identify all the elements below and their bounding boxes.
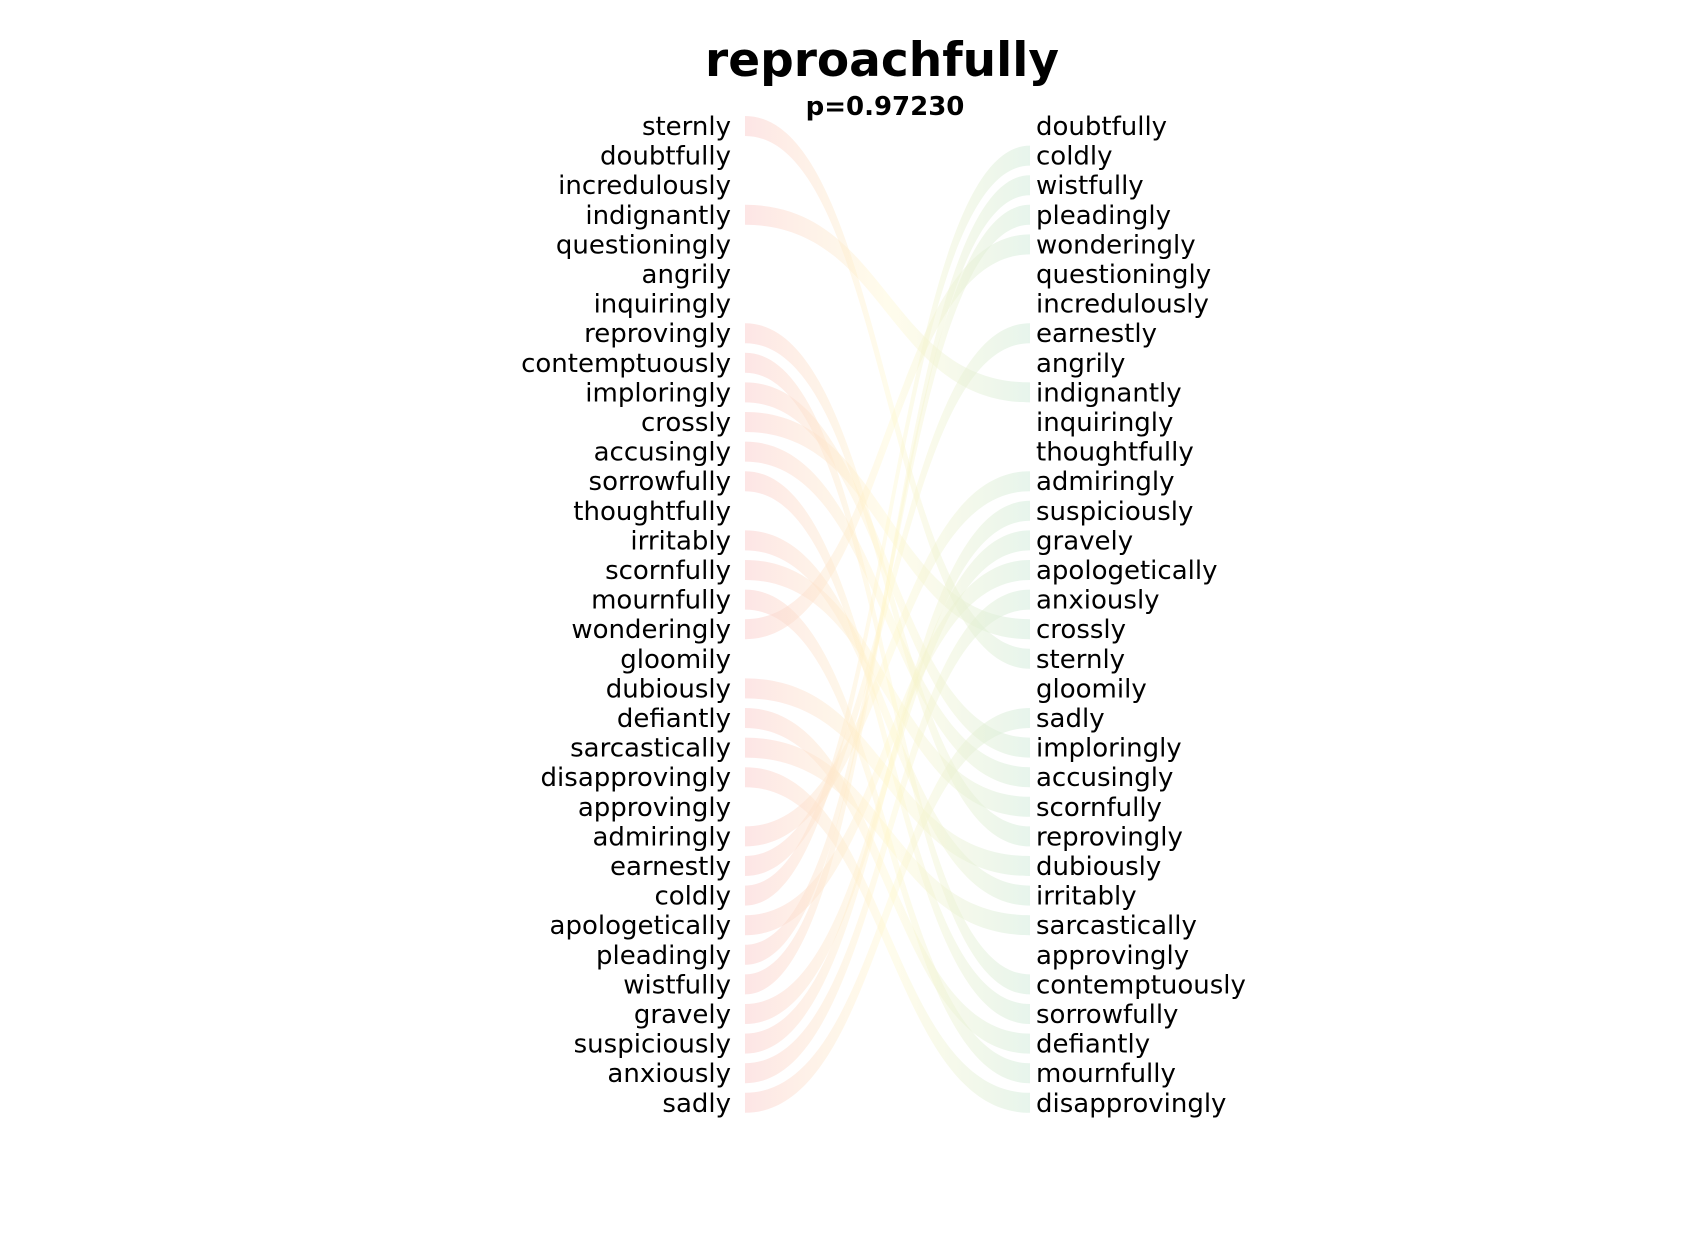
rank-change-ribbon	[745, 116, 1030, 669]
left-word-label: anxiously	[607, 1059, 731, 1089]
rank-change-ribbon	[745, 352, 1030, 995]
rank-change-ribbon	[745, 471, 1030, 847]
left-word-label: scornfully	[605, 556, 731, 586]
left-word-label: mournfully	[591, 586, 731, 616]
right-word-label: sadly	[1036, 704, 1105, 734]
left-word-label: reprovingly	[584, 319, 731, 349]
left-word-label: indignantly	[585, 201, 731, 231]
chart-title: reproachfully	[705, 33, 1059, 88]
rank-change-ribbon	[745, 204, 1030, 403]
left-word-label: questioningly	[556, 230, 731, 260]
rank-change-ribbon	[745, 767, 1030, 1113]
right-word-label: approvingly	[1036, 941, 1189, 971]
left-word-label: sadly	[662, 1089, 731, 1119]
right-word-label: sarcastically	[1036, 911, 1197, 941]
rank-change-ribbon	[745, 145, 1030, 906]
rank-change-ribbon	[745, 708, 1030, 1054]
rank-change-ribbon	[745, 234, 1030, 640]
left-word-label: wistfully	[623, 970, 731, 1000]
left-word-label: gloomily	[620, 645, 731, 675]
right-word-label: apologetically	[1036, 556, 1217, 586]
right-word-label: dubiously	[1036, 852, 1161, 882]
right-word-label: doubtfully	[1036, 112, 1167, 142]
right-word-label: reprovingly	[1036, 822, 1183, 852]
right-word-label: mournfully	[1036, 1059, 1176, 1089]
right-word-label: anxiously	[1036, 586, 1160, 616]
left-word-label: admiringly	[593, 822, 732, 852]
ribbon-layer	[745, 116, 1030, 1113]
right-word-label: crossly	[1036, 615, 1126, 645]
right-word-label: scornfully	[1036, 793, 1162, 823]
left-word-label: apologetically	[550, 911, 731, 941]
right-word-label: sternly	[1036, 645, 1125, 675]
right-word-label: sorrowfully	[1036, 1000, 1178, 1030]
left-word-label: incredulously	[558, 171, 731, 201]
rank-change-ribbon	[745, 589, 1030, 1084]
left-word-label: wonderingly	[571, 615, 731, 645]
left-word-label: pleadingly	[596, 941, 731, 971]
right-word-list: doubtfullycoldlywistfullypleadinglywonde…	[1036, 112, 1246, 1119]
left-word-list: sternlydoubtfullyincredulouslyindignantl…	[521, 112, 731, 1119]
left-word-label: accusingly	[594, 438, 731, 468]
right-word-label: irritably	[1036, 882, 1137, 912]
left-word-label: coldly	[654, 882, 731, 912]
rank-change-ribbon	[745, 530, 1030, 906]
right-word-label: defiantly	[1036, 1030, 1150, 1060]
chart-subtitle: p=0.97230	[806, 92, 965, 122]
right-word-label: questioningly	[1036, 260, 1211, 290]
left-word-label: angrily	[642, 260, 731, 290]
left-word-label: contemptuously	[521, 349, 731, 379]
right-word-label: gloomily	[1036, 674, 1147, 704]
rank-change-ribbon	[745, 441, 1030, 788]
left-word-label: doubtfully	[600, 142, 731, 172]
right-word-label: earnestly	[1036, 319, 1157, 349]
left-word-label: thoughtfully	[573, 497, 731, 527]
rank-change-ribbon	[745, 323, 1030, 876]
right-word-label: gravely	[1036, 526, 1133, 556]
right-word-label: contemptuously	[1036, 970, 1246, 1000]
rank-change-ribbon	[745, 175, 1030, 995]
left-word-label: disapprovingly	[541, 763, 731, 793]
left-word-label: sternly	[642, 112, 731, 142]
left-word-label: dubiously	[606, 674, 731, 704]
rank-change-ribbon	[745, 560, 1030, 936]
left-word-label: sarcastically	[570, 734, 731, 764]
right-word-label: disapprovingly	[1036, 1089, 1226, 1119]
right-word-label: suspiciously	[1036, 497, 1193, 527]
right-word-label: coldly	[1036, 142, 1113, 172]
rank-change-ribbon	[745, 500, 1030, 1054]
left-word-label: inquiringly	[594, 290, 731, 320]
right-word-label: inquiringly	[1036, 408, 1173, 438]
left-word-label: suspiciously	[574, 1030, 731, 1060]
right-word-label: indignantly	[1036, 378, 1182, 408]
left-word-label: earnestly	[610, 852, 731, 882]
left-word-label: sorrowfully	[589, 467, 731, 497]
right-word-label: incredulously	[1036, 290, 1209, 320]
left-word-label: gravely	[634, 1000, 731, 1030]
right-word-label: wonderingly	[1036, 230, 1196, 260]
right-word-label: imploringly	[1036, 734, 1182, 764]
left-word-label: defiantly	[617, 704, 731, 734]
left-word-label: irritably	[630, 526, 731, 556]
right-word-label: accusingly	[1036, 763, 1173, 793]
left-word-label: imploringly	[585, 378, 731, 408]
right-word-label: pleadingly	[1036, 201, 1171, 231]
right-word-label: wistfully	[1036, 171, 1144, 201]
left-word-label: crossly	[641, 408, 731, 438]
rank-change-ribbon	[745, 708, 1030, 1113]
right-word-label: admiringly	[1036, 467, 1175, 497]
left-word-label: approvingly	[578, 793, 731, 823]
right-word-label: angrily	[1036, 349, 1125, 379]
rank-change-ribbon	[745, 382, 1030, 758]
rank-change-ribbon	[745, 560, 1030, 817]
right-word-label: thoughtfully	[1036, 438, 1194, 468]
